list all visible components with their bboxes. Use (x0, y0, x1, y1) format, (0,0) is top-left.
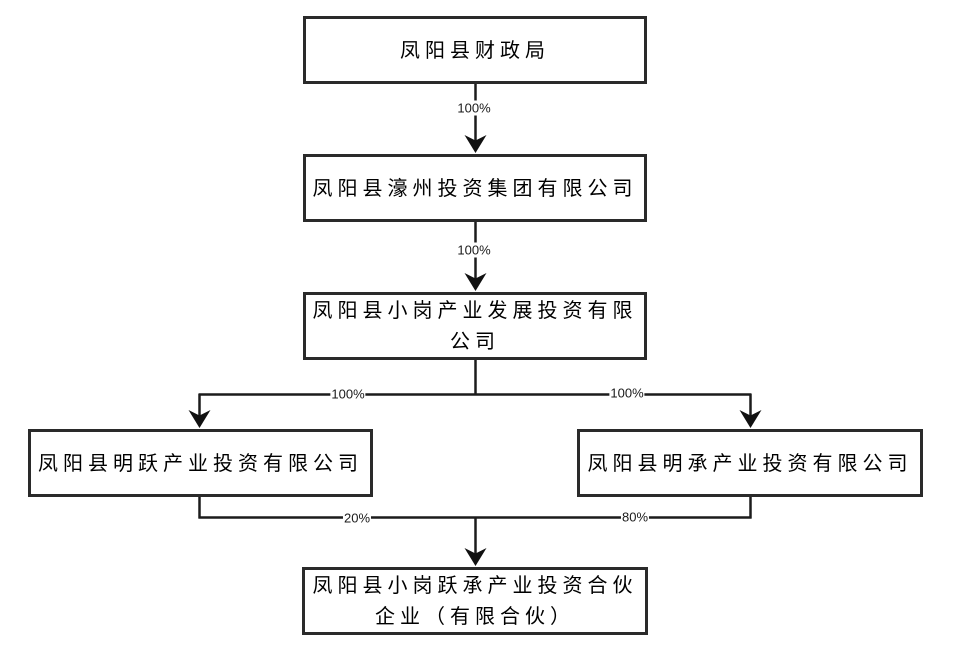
node-label: 凤阳县明跃产业投资有限公司 (38, 450, 363, 475)
edge-xiaogang-split (198, 360, 752, 396)
edge-label-mingcheng-to-partnership: 80% (620, 509, 650, 525)
node-finance-bureau: 凤阳县财政局 (303, 16, 647, 84)
node-haozhou-group: 凤阳县濠州投资集团有限公司 (303, 154, 647, 222)
node-label-line2: 企业（有限合伙） (375, 604, 575, 628)
node-mingcheng-investment: 凤阳县明承产业投资有限公司 (577, 429, 923, 497)
arrow-down-icon (188, 410, 211, 428)
arrow-down-icon (464, 135, 487, 153)
arrow-down-icon (464, 273, 487, 291)
edge-label-bureau-to-haozhou: 100% (456, 100, 492, 116)
edge-label-mingyue-to-partnership: 20% (342, 510, 372, 526)
edge-label-xiaogang-to-mingyue: 100% (330, 386, 366, 402)
arrow-down-icon (464, 548, 487, 566)
edge-label-haozhou-to-xiaogang: 100% (456, 242, 492, 258)
edge-xiaogang-to-mingcheng (739, 394, 762, 428)
node-label: 凤阳县财政局 (400, 37, 550, 62)
node-label: 凤阳县明承产业投资有限公司 (587, 450, 913, 475)
node-label-line1: 凤阳县小岗产业发展投资有限 (312, 298, 638, 322)
edge-label-xiaogang-to-mingcheng: 100% (609, 385, 645, 401)
node-mingyue-investment: 凤阳县明跃产业投资有限公司 (28, 429, 373, 497)
node-partnership: 凤阳县小岗跃承产业投资合伙 企业（有限合伙） (302, 567, 648, 635)
node-label-line2: 公司 (450, 329, 500, 353)
edge-merge-to-partnership (198, 497, 752, 566)
node-label: 凤阳县濠州投资集团有限公司 (312, 175, 638, 200)
arrow-down-icon (739, 410, 762, 428)
node-label-line1: 凤阳县小岗跃承产业投资合伙 (312, 573, 638, 597)
edge-xiaogang-to-mingyue (188, 394, 211, 428)
node-xiaogang-dev-investment: 凤阳县小岗产业发展投资有限 公司 (303, 292, 647, 360)
edge-bureau-to-haozhou (464, 84, 487, 153)
